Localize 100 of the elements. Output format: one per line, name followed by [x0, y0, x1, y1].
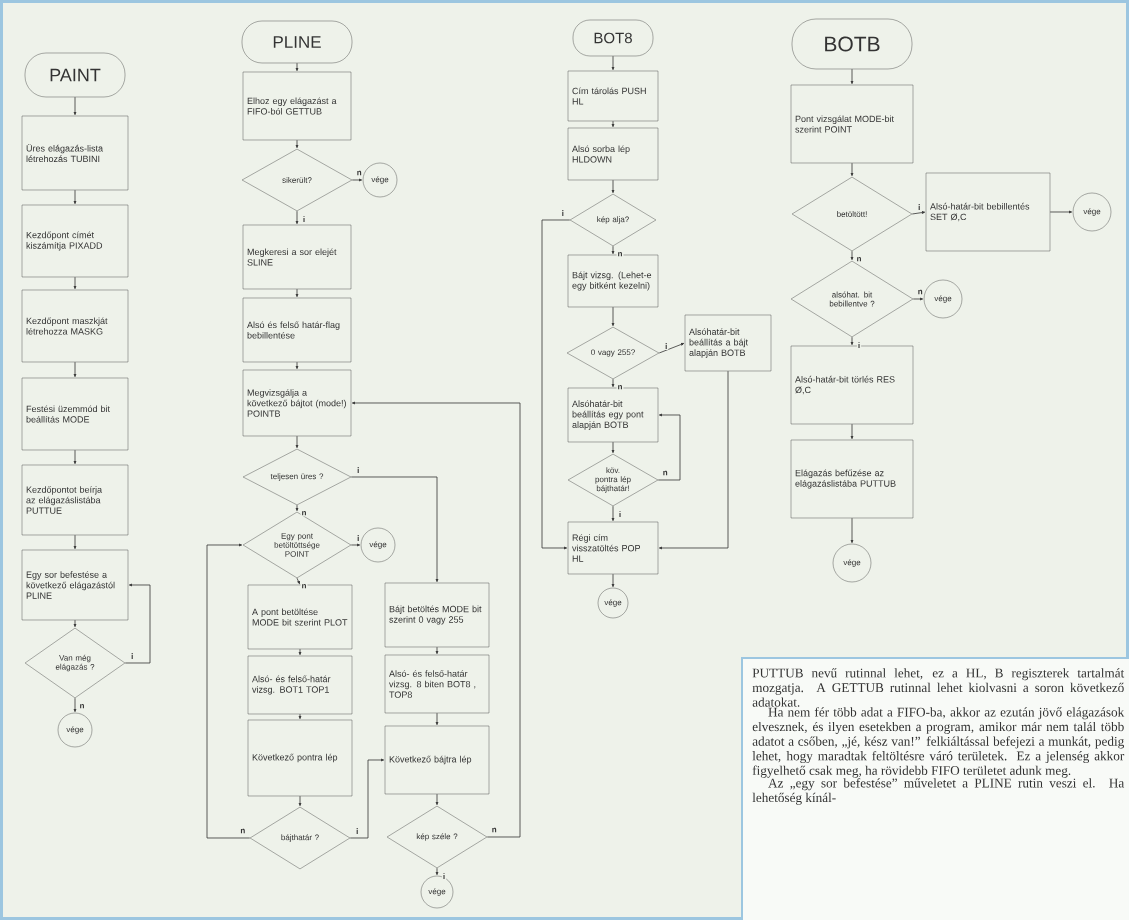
edge-label: i: [356, 534, 361, 542]
process-box: Elágazás befűzése az elágazáslistába PUTTUB: [790, 439, 914, 519]
arrow: [657, 413, 681, 481]
arrow: [850, 423, 854, 440]
process-box: Alsó- és felső-határ vizsg. BOT1 TOP1: [247, 655, 353, 715]
edge-label: n: [616, 251, 624, 258]
arrow: [611, 245, 615, 255]
process-box: Alsó és felső határ-flag bebillentése: [242, 297, 352, 363]
arrow: [435, 793, 439, 806]
process-box: Cím tárolás PUSH HL: [567, 70, 659, 122]
arrow: [350, 476, 439, 583]
process-box: Következő bájtra lép: [384, 725, 490, 795]
arrow: [296, 577, 300, 585]
edge-label: n: [916, 288, 924, 296]
process-box: Egy sor befestése a következő elágazástól PLINE: [21, 549, 129, 621]
arrow: [295, 139, 299, 149]
arrow: [295, 504, 299, 512]
process-box: Kezdőpont címét kiszámítja PIXADD: [21, 204, 129, 278]
arrow: [611, 306, 615, 327]
arrow: [435, 712, 439, 726]
arrow: [73, 189, 77, 205]
arrow: [850, 250, 854, 261]
arrow: [295, 288, 299, 298]
arrow: [611, 378, 615, 388]
edge-label: i: [356, 466, 361, 474]
edge-label: n: [490, 826, 498, 834]
edge-label: i: [856, 341, 862, 350]
arrow: [611, 573, 615, 588]
arrow: [298, 713, 302, 720]
edge-label: i: [617, 510, 623, 519]
arrow: [850, 68, 854, 85]
terminal-box: PLINE: [241, 20, 353, 64]
arrow: [73, 449, 77, 465]
edge-label: n: [300, 510, 308, 517]
process-box: Alsóhatár-bit beállítás a bájt alapján BOTB: [684, 314, 772, 372]
arrow: [73, 96, 77, 116]
arrow: [73, 276, 77, 290]
process-box: Alsó sorba lép HLDOWN: [567, 127, 659, 181]
terminal-box: BOT8: [572, 19, 654, 57]
arrow: [611, 120, 615, 128]
arrow: [351, 178, 363, 182]
arrow: [349, 758, 385, 839]
edge-label: i: [560, 209, 565, 217]
arrow: [850, 162, 854, 177]
process-box: Régi cím visszatöltés POP HL: [567, 521, 659, 575]
arrow: [295, 62, 299, 72]
arrow: [911, 211, 926, 215]
arrow: [73, 534, 77, 550]
process-box: Pont vizsgálat MODE-bit szerint POINT: [790, 84, 914, 164]
arrow: [124, 583, 151, 664]
arrow: [298, 648, 302, 656]
process-box: Kezdőpontot beírja az elágazáslistába PUTTUE: [21, 464, 129, 536]
edge-label: i: [355, 827, 360, 835]
text-paragraph: PUTTUB nevű rutinnal lehet, ez a HL, B regiszterek tartalmát mozgatja. A GETTUB rutinnal lehet kiolvasni a soron következő adatokat.: [752, 668, 1125, 707]
process-box: Alsó-határ-bit bebillentés SET Ø,C: [925, 172, 1051, 252]
arrow: [351, 401, 521, 838]
arrow: [611, 441, 615, 454]
arrow: [541, 219, 571, 550]
arrow: [73, 361, 77, 378]
process-box: Elhoz egy elágazást a FIFO-ból GETTUB: [242, 71, 352, 141]
arrow: [295, 435, 299, 449]
arrow: [611, 505, 615, 522]
edge-label: n: [616, 384, 624, 391]
arrow: [658, 370, 729, 550]
edge-label: n: [78, 703, 86, 710]
arrow: [73, 697, 77, 713]
arrow: [1049, 210, 1073, 214]
arrow: [435, 867, 439, 876]
arrow: [73, 619, 77, 628]
arrow: [298, 795, 302, 807]
arrow: [435, 646, 439, 655]
process-box: Bájt betöltés MODE bit szerint 0 vagy 255: [384, 582, 490, 648]
arrow: [611, 55, 615, 71]
edge-label: i: [301, 215, 307, 224]
process-box: Következő pontra lép: [247, 719, 353, 797]
arrow: [611, 179, 615, 194]
terminal-box: BOTB: [791, 18, 913, 70]
text-paragraph: Ha nem fér több adat a FIFO-ba, akkor az ezután jövő elágazások elvesznek, és ilyen esetekben a program, amikor már nem talál több adatot a csőben, „jé, kész van!” felkiáltással befejezi a munkát, pedig lehet, hogy maradtak feltöltésre váró területek. Ez a jelenség akkor figyelhető csak meg, ha rövidebb FIFO területet adunk meg.: [752, 707, 1125, 778]
arrow: [850, 336, 854, 346]
process-box: Festési üzemmód bit beállítás MODE: [21, 377, 129, 451]
arrow: [350, 543, 361, 547]
edge-label: i: [441, 872, 447, 881]
edge-label: n: [239, 827, 247, 835]
edge-label: n: [855, 256, 863, 263]
text-paragraph: Az „egy sor befestése” műveletet a PLINE rutin veszi el. Ha lehetőség kínál-: [752, 778, 1125, 805]
edge-label: i: [917, 203, 922, 211]
arrow: [295, 210, 299, 225]
edge-label: n: [661, 469, 669, 477]
process-box: Megkeresi a sor elejét SLINE: [242, 224, 352, 290]
process-box: Alsó- és felső-határ vizsg. 8 biten BOT8 , TOP8: [384, 654, 490, 714]
edge-label: i: [130, 652, 135, 660]
arrow: [658, 343, 685, 354]
edge-label: n: [300, 583, 308, 590]
terminal-box: PAINT: [24, 52, 126, 98]
edge-label: i: [664, 342, 669, 350]
edge-label: n: [355, 169, 363, 177]
arrow: [850, 517, 854, 544]
process-box: Kezdőpont maszkját létrehozza MASKG: [21, 289, 129, 363]
arrow: [295, 361, 299, 370]
arrow: [206, 543, 251, 839]
